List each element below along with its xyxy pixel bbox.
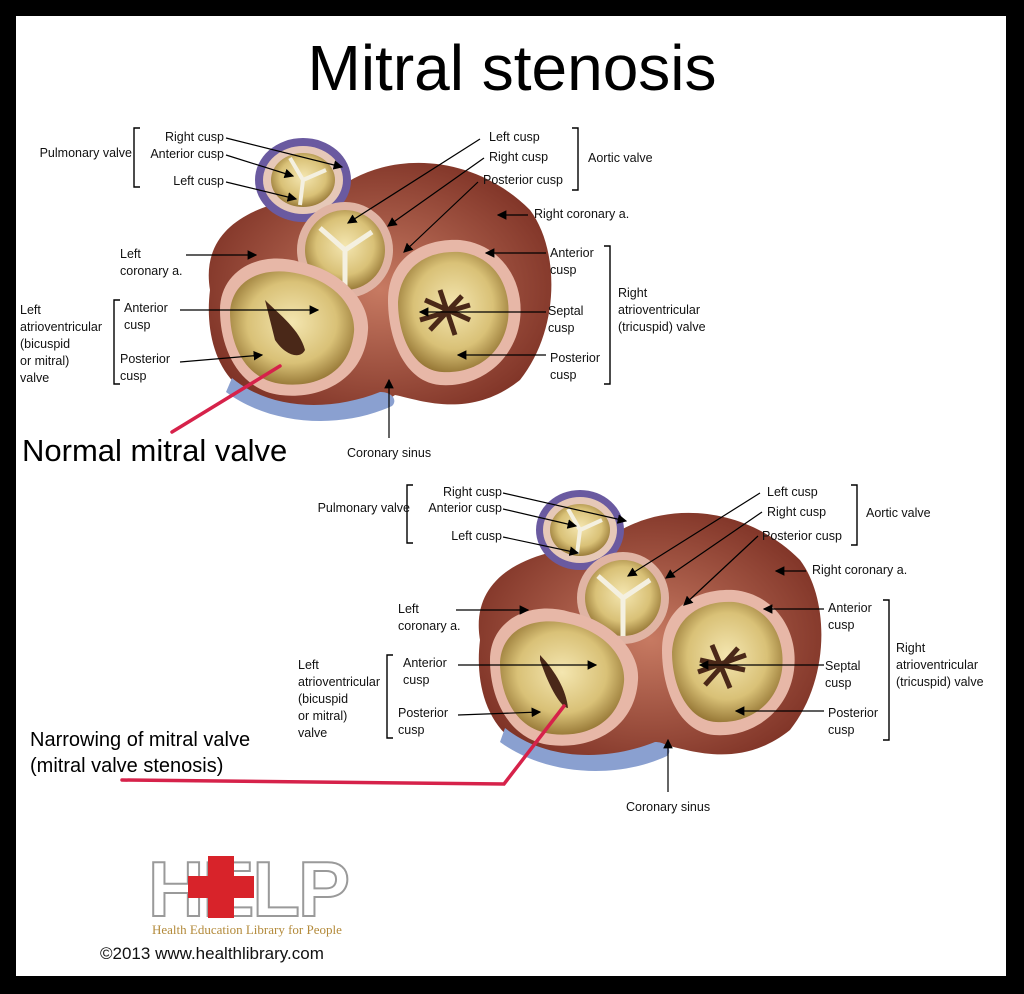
bracket [133,127,140,188]
mitral-anterior-cusp-label: Anterior cusp [403,656,447,687]
normal-pointer-line [170,364,282,434]
bracket [883,599,890,741]
pulmonary-left-cusp-label: Left cusp [451,529,502,543]
coronary-sinus-label: Coronary sinus [347,446,432,460]
copyright-text: ©2013 www.healthlibrary.com [100,944,324,963]
aortic-left-cusp-label: Left cusp [767,485,818,499]
pulmonary-valve-label: Pulmonary valve [39,146,132,160]
tricuspid-posterior-cusp-label: Posterior cusp [828,706,879,737]
tricuspid-valve-label: Right atrioventricular (tricuspid) valve [618,286,706,334]
tricuspid-septal-cusp-label: Septal cusp [548,304,584,335]
pulmonary-valve-label: Pulmonary valve [317,501,410,515]
aortic-posterior-cusp-label: Posterior cusp [762,529,842,543]
mitral-valve-label: Left atrioventricular (bicuspid or mitra… [20,303,102,385]
left-coronary-label: Left coronary a. [120,247,183,278]
pulmonary-right-cusp-label: Right cusp [164,130,224,144]
tricuspid-posterior-cusp-label: Posterior cusp [550,351,601,382]
aortic-valve-label: Aortic valve [866,506,931,520]
help-logo: HELP [148,852,351,922]
mitral-posterior-cusp-label: Posterior cusp [398,706,449,737]
pulmonary-anterior-cusp-label: Anterior cusp [150,147,224,161]
bracket [851,484,858,546]
stenosis-caption: Narrowing of mitral valve (mitral valve … [30,729,251,777]
stenosis-pointer-line [120,704,566,786]
aortic-left-cusp-label: Left cusp [489,130,540,144]
aortic-posterior-cusp-label: Posterior cusp [483,173,563,187]
tricuspid-valve-label: Right atrioventricular (tricuspid) valve [896,641,984,689]
pulmonary-right-cusp-label: Right cusp [442,485,502,499]
tricuspid-anterior-cusp-label: Anterior cusp [828,601,872,632]
pulmonary-anterior-cusp-label: Anterior cusp [428,501,502,515]
aortic-right-cusp-label: Right cusp [767,505,827,519]
bracket [604,245,611,385]
logo-tagline: Health Education Library for People [152,922,342,937]
tricuspid-septal-cusp-label: Septal cusp [825,659,861,690]
right-coronary-label: Right coronary a. [812,563,908,577]
pulmonary-left-cusp-label: Left cusp [173,174,224,188]
mitral-posterior-cusp-label: Posterior cusp [120,352,171,383]
bracket [113,299,120,385]
bracket [572,127,579,191]
page-title: Mitral stenosis [307,32,717,104]
bracket [406,484,413,544]
bracket [386,654,393,739]
mitral-valve-label: Left atrioventricular (bicuspid or mitra… [298,658,380,740]
tricuspid-anterior-cusp-label: Anterior cusp [550,246,594,277]
mitral-anterior-cusp-label: Anterior cusp [124,301,168,332]
left-coronary-label: Left coronary a. [398,602,461,633]
right-coronary-label: Right coronary a. [534,207,630,221]
aortic-valve-label: Aortic valve [588,151,653,165]
normal-mitral-caption: Normal mitral valve [22,433,288,468]
diagram-panel [16,16,1006,976]
aortic-right-cusp-label: Right cusp [489,150,549,164]
stenosis-heart-illustration [478,490,822,771]
logo-letters: HELP [148,852,348,922]
coronary-sinus-label: Coronary sinus [626,800,711,814]
